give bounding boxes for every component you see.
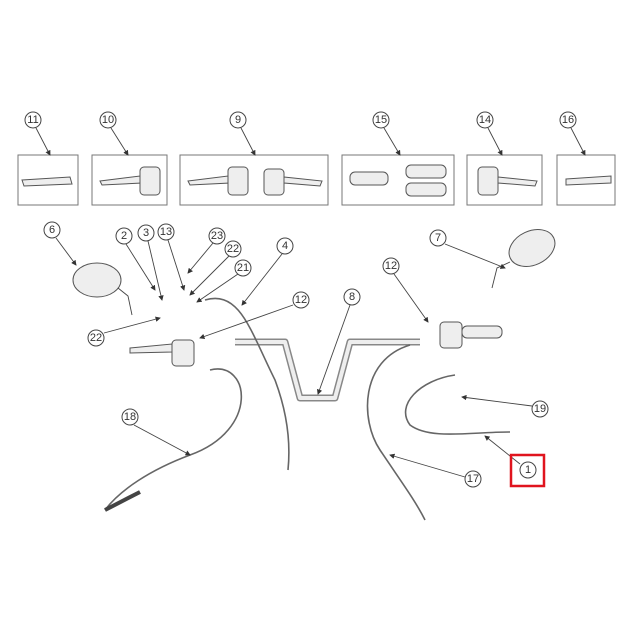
- mirror-left: [72, 262, 122, 298]
- svg-text:12: 12: [295, 294, 307, 306]
- cable-17: [366, 344, 426, 521]
- svg-text:14: 14: [479, 114, 491, 126]
- mirror-left-stem: [117, 287, 133, 316]
- switch-9a: [227, 166, 249, 196]
- switch-14: [477, 166, 499, 196]
- cable-1: [404, 374, 511, 435]
- callout-9: 9: [229, 111, 247, 129]
- callout-labels: 11 10 9 15 14 16 6 2 3 13 23 22 21 4 12 …: [24, 111, 577, 488]
- callout-19: 19: [531, 400, 549, 418]
- lever-left-bar: [129, 343, 173, 354]
- grip-2: [405, 164, 447, 179]
- svg-text:10: 10: [102, 114, 114, 126]
- svg-text:16: 16: [562, 114, 574, 126]
- switch-9b: [263, 168, 285, 196]
- svg-text:21: 21: [237, 262, 249, 274]
- callout-6: 6: [43, 221, 61, 239]
- callout-23: 23: [208, 227, 226, 245]
- svg-text:2: 2: [121, 230, 127, 242]
- part-drawings: [21, 164, 612, 521]
- mirror-right: [508, 229, 556, 267]
- svg-text:3: 3: [143, 227, 149, 239]
- svg-text:6: 6: [49, 224, 55, 236]
- grip-1: [349, 171, 389, 186]
- callout-3: 3: [137, 224, 155, 242]
- grip-3: [405, 182, 447, 197]
- leader-lines: [35, 127, 586, 478]
- switch-left-bar: [171, 339, 195, 367]
- svg-text:22: 22: [90, 332, 102, 344]
- callout-15: 15: [372, 111, 390, 129]
- callout-2: 2: [115, 227, 133, 245]
- callout-16: 16: [559, 111, 577, 129]
- svg-text:13: 13: [160, 226, 172, 238]
- mirror-right-stem: [491, 261, 511, 289]
- svg-text:11: 11: [27, 114, 38, 126]
- svg-text:12: 12: [385, 260, 397, 272]
- callout-22-lower: 22: [87, 329, 105, 347]
- lever-16: [565, 175, 612, 186]
- switch-right-bar: [439, 321, 463, 349]
- callout-17: 17: [464, 470, 482, 488]
- svg-text:8: 8: [349, 291, 355, 303]
- svg-text:1: 1: [525, 464, 531, 476]
- callout-12-right: 12: [382, 257, 400, 275]
- switch-10: [139, 166, 161, 196]
- svg-text:23: 23: [211, 230, 223, 242]
- lever-11: [21, 176, 73, 187]
- svg-text:17: 17: [467, 473, 479, 485]
- cable-18: [104, 368, 243, 511]
- callout-1: 1: [519, 461, 537, 479]
- svg-text:19: 19: [534, 403, 546, 415]
- callout-21: 21: [234, 259, 252, 277]
- svg-text:9: 9: [235, 114, 241, 126]
- lever-14: [497, 176, 538, 187]
- lever-9b: [283, 176, 323, 187]
- svg-text:4: 4: [282, 240, 288, 252]
- svg-text:7: 7: [435, 232, 441, 244]
- callout-4: 4: [276, 237, 294, 255]
- grip-right-bar: [461, 325, 503, 339]
- svg-text:18: 18: [124, 411, 136, 423]
- svg-text:22: 22: [227, 243, 239, 255]
- cable-18-sleeve: [104, 490, 141, 512]
- highlight-box: [509, 453, 546, 488]
- callout-11: 11: [24, 111, 42, 129]
- callout-13: 13: [157, 223, 175, 241]
- handlebar: [235, 338, 420, 402]
- svg-text:15: 15: [375, 114, 387, 126]
- callout-8: 8: [343, 288, 361, 306]
- callout-12-left: 12: [292, 291, 310, 309]
- cable-4: [204, 297, 290, 471]
- callout-10: 10: [99, 111, 117, 129]
- callout-18: 18: [121, 408, 139, 426]
- callout-14: 14: [476, 111, 494, 129]
- callout-22: 22: [224, 240, 242, 258]
- callout-7: 7: [429, 229, 447, 247]
